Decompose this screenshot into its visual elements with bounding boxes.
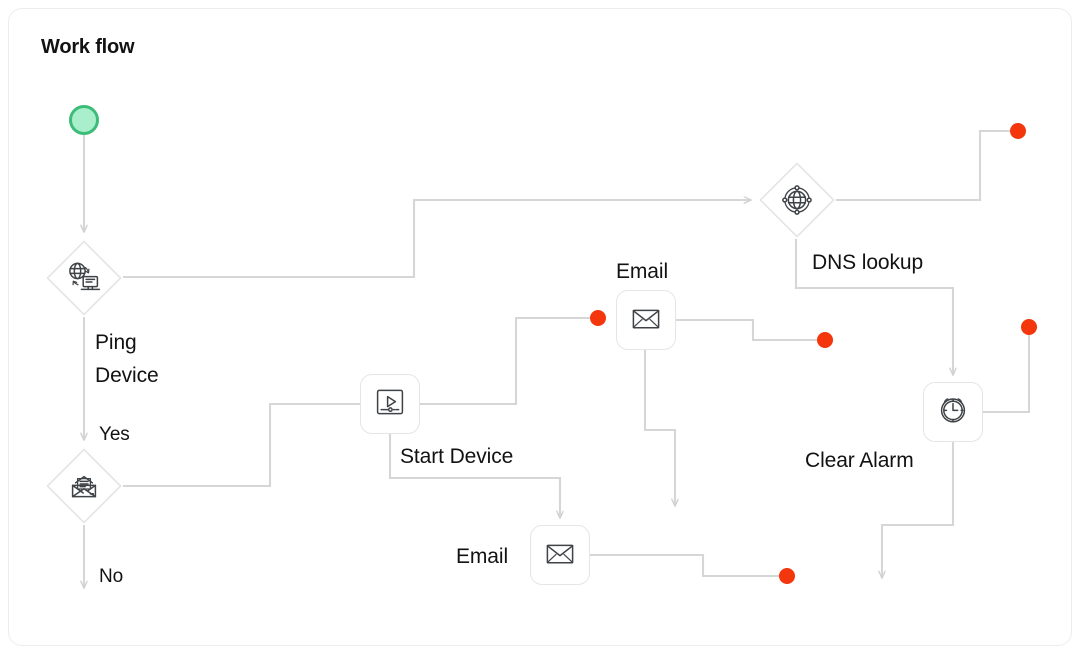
- edge-email-top-down: [643, 350, 675, 506]
- node-start-device[interactable]: [360, 374, 420, 434]
- envelope-icon: [543, 536, 577, 575]
- edge-ping-to-dns: [123, 200, 751, 279]
- node-label-start-device: Start Device: [400, 445, 514, 468]
- globe-orbit-icon: [777, 180, 817, 220]
- node-email-bottom[interactable]: [530, 525, 590, 585]
- page-title: Work flow: [41, 36, 135, 58]
- node-label-ping-device: Ping Device: [95, 331, 159, 387]
- edge-clear-alarm-down: [882, 442, 955, 578]
- node-label-clear-alarm: Clear Alarm: [805, 449, 914, 472]
- diamond-shape: [759, 162, 835, 238]
- node-label-email-top: Email: [616, 260, 669, 283]
- edge-mail-to-start-device: [123, 402, 360, 488]
- node-dns-lookup[interactable]: [758, 161, 836, 239]
- open-envelope-icon: [64, 466, 104, 506]
- terminator-email-top-left[interactable]: [590, 310, 606, 326]
- terminator-email-bottom[interactable]: [779, 568, 795, 584]
- edge-label-yes-branch: Yes: [99, 424, 130, 445]
- start-circle-icon: [69, 105, 99, 135]
- edge-email-top-out: [676, 318, 819, 342]
- node-label-email-bottom: Email: [456, 545, 509, 568]
- node-label-dns-lookup: DNS lookup: [812, 251, 924, 274]
- edge-label-no-branch: No: [99, 566, 124, 587]
- edge-start-device-to-email-dot: [420, 316, 592, 406]
- edge-email-bottom-out: [590, 553, 781, 578]
- terminator-top-right[interactable]: [1010, 123, 1026, 139]
- terminator-email-top-right[interactable]: [817, 332, 833, 348]
- monitor-play-icon: [373, 385, 407, 424]
- envelope-icon: [629, 301, 663, 340]
- edge-clear-alarm-right: [983, 333, 1031, 414]
- globe-monitor-icon: [64, 258, 104, 298]
- node-clear-alarm[interactable]: [923, 382, 983, 442]
- diamond-shape: [46, 240, 122, 316]
- edge-dns-out-right: [836, 129, 1012, 202]
- node-email-top[interactable]: [616, 290, 676, 350]
- node-start[interactable]: [69, 105, 99, 135]
- edge-start-device-to-email-bottom: [388, 434, 560, 518]
- node-mail-decision[interactable]: [45, 447, 123, 525]
- node-ping-device[interactable]: [45, 239, 123, 317]
- terminator-right-middle[interactable]: [1021, 319, 1037, 335]
- alarm-clock-icon: [936, 393, 970, 432]
- edge-dns-to-clear-alarm: [794, 239, 953, 375]
